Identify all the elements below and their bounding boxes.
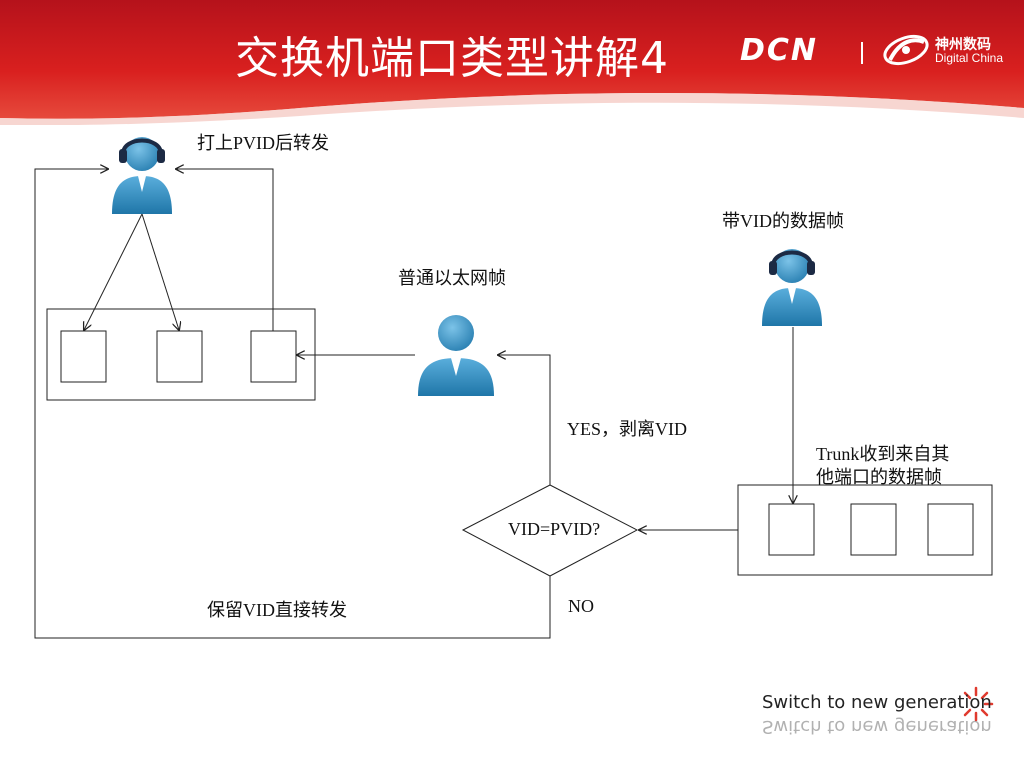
arrow-no-branch	[34, 169, 551, 639]
decision-diamond	[461, 484, 639, 577]
arrow-to-left-port-2	[141, 213, 179, 330]
left-port-1	[60, 330, 107, 383]
person-headset-icon	[112, 137, 172, 214]
label-no: NO	[568, 596, 594, 616]
arrow-yes-branch	[498, 355, 551, 485]
trunk-port-3	[927, 503, 974, 556]
sunburst-icon	[963, 686, 994, 722]
header-band	[0, 0, 1024, 125]
footer-tagline-reflection: Switch to new generation	[762, 716, 992, 737]
digital-china-swirl-icon	[883, 34, 929, 66]
footer-tagline: Switch to new generation	[762, 692, 992, 713]
left-port-2	[156, 330, 203, 383]
label-frame-with-vid: 带VID的数据帧	[722, 211, 844, 231]
brand-name-cn: 神州数码	[935, 37, 991, 53]
arrow-to-left-port-1	[84, 213, 143, 330]
label-decision: VID=PVID?	[508, 519, 601, 539]
label-tag-pvid-forward: 打上PVID后转发	[197, 133, 330, 153]
label-yes-strip-vid: YES，剥离VID	[567, 419, 687, 439]
page-title: 交换机端口类型讲解4	[235, 33, 669, 84]
arrow-port3-to-person	[176, 169, 274, 331]
brand-name-en: Digital China	[935, 51, 1004, 65]
left-port-3	[250, 330, 297, 383]
dcn-logo: DCN	[740, 33, 819, 68]
logo-divider	[861, 42, 863, 64]
label-keep-vid-forward: 保留VID直接转发	[207, 600, 347, 620]
person-headset-icon	[762, 249, 822, 326]
label-trunk-received-line2: 他端口的数据帧	[816, 467, 942, 487]
person-icon	[418, 315, 494, 396]
label-trunk-received-line1: Trunk收到来自其	[816, 444, 950, 464]
label-plain-ethernet-frame: 普通以太网帧	[398, 268, 506, 288]
trunk-port-2	[850, 503, 897, 556]
trunk-port-1	[768, 503, 815, 556]
